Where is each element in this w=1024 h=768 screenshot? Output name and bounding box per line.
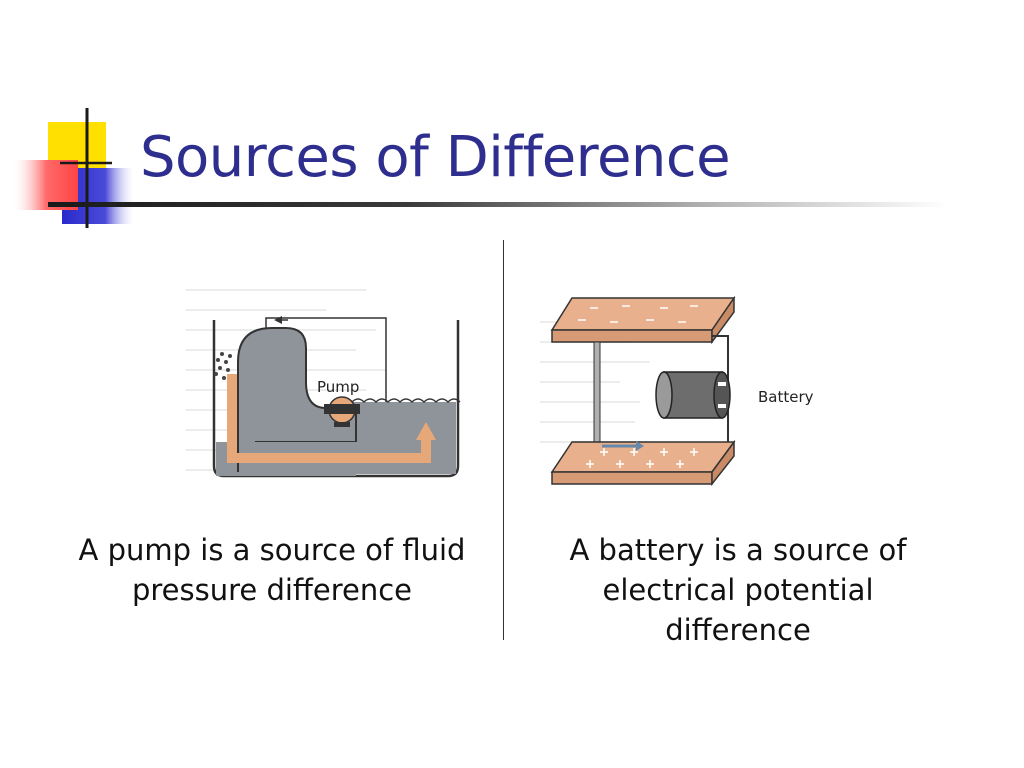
title-underline [48, 202, 948, 207]
spray-outlet [214, 352, 232, 380]
top-plate [550, 297, 736, 331]
battery-caption: A battery is a source of electrical pote… [569, 533, 907, 647]
negative-charges [578, 305, 698, 323]
column-divider [503, 240, 504, 640]
pump-caption: A pump is a source of fluid pressure dif… [78, 533, 466, 607]
pump-diagram: Pump [186, 289, 461, 478]
conductor-rod [593, 341, 601, 443]
pump-label: Pump [317, 378, 359, 396]
slide-corner-logo [14, 108, 134, 228]
battery-diagram: Battery [540, 295, 814, 487]
battery-label: Battery [758, 388, 814, 406]
slide-title: Sources of Difference [140, 125, 731, 190]
water-waves [351, 398, 461, 404]
positive-charges [586, 424, 706, 468]
flow-arrow [227, 374, 431, 463]
return-pipe [265, 317, 387, 402]
battery-cell [655, 371, 731, 419]
